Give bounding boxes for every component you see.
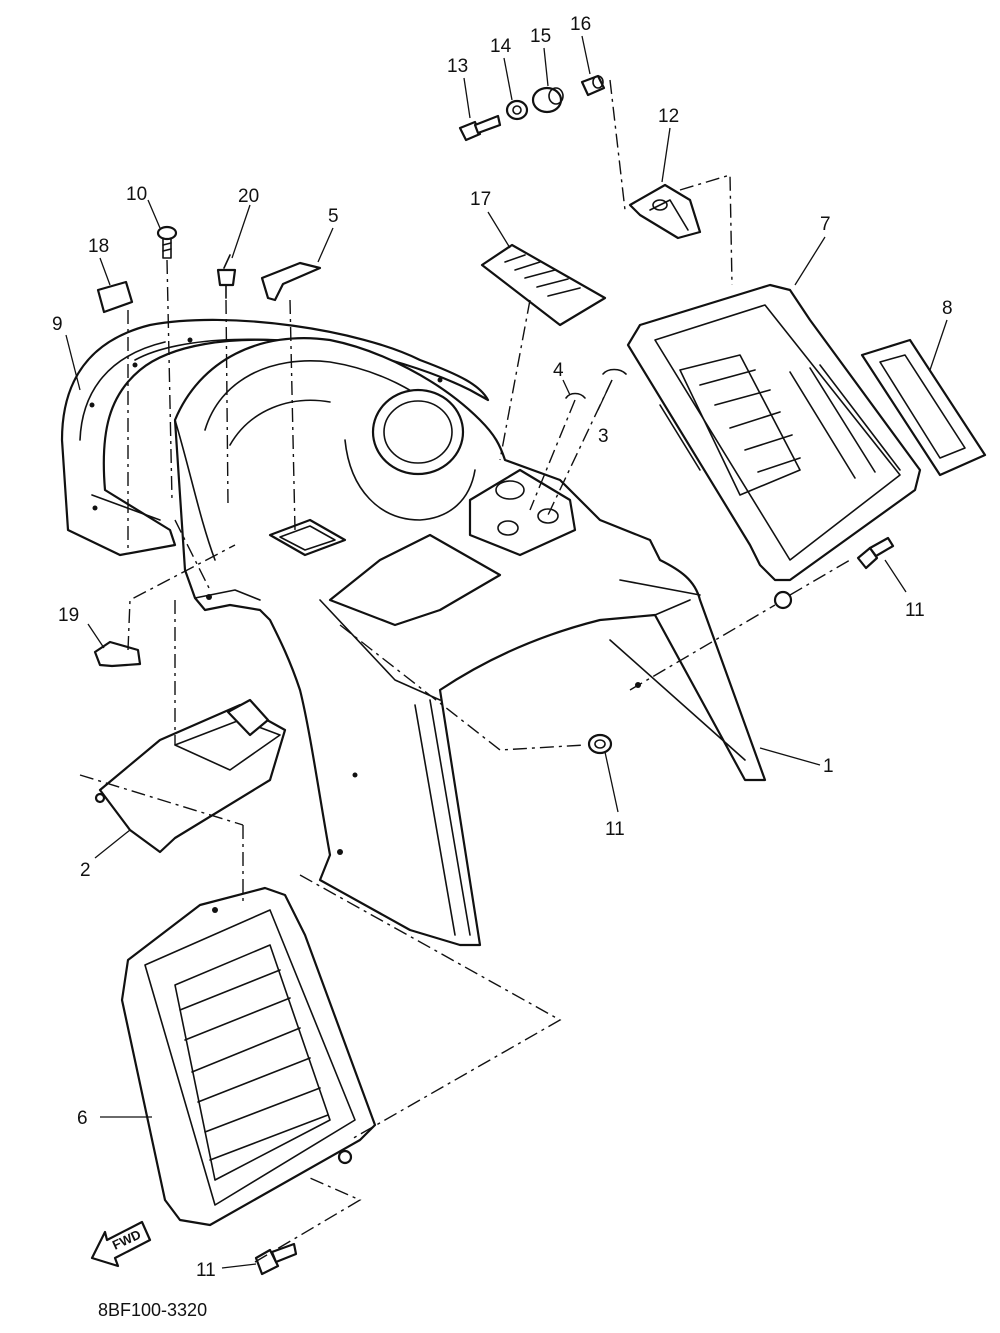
- callout-11-bottom: 11: [196, 1260, 216, 1281]
- callout-14: 14: [490, 36, 512, 57]
- callout-15: 15: [530, 26, 551, 47]
- part-6-left-louver-panel: [120, 886, 377, 1227]
- callout-2: 2: [80, 860, 91, 881]
- part-11-bolt-right: [856, 536, 895, 570]
- part-2-front-cover: [94, 698, 287, 854]
- part-15-grommet: [531, 86, 564, 114]
- callout-17: 17: [470, 189, 491, 210]
- callout-19: 19: [58, 605, 79, 626]
- part-16-collar: [580, 74, 606, 97]
- part-20-rivet: [216, 254, 237, 299]
- callout-11-right: 11: [905, 600, 925, 621]
- callout-8: 8: [942, 298, 953, 319]
- callout-6: 6: [77, 1108, 88, 1129]
- callout-5: 5: [328, 206, 339, 227]
- callout-12: 12: [658, 106, 679, 127]
- assembly-lines: [79, 79, 851, 1263]
- part-18-cap: [96, 280, 134, 314]
- part-3-hook: [602, 368, 627, 375]
- callout-11-center: 11: [605, 819, 625, 840]
- part-14-washer: [505, 99, 529, 121]
- part-7-right-louver-panel: [626, 283, 922, 610]
- part-5-clip: [260, 261, 322, 302]
- drawing-code: 8BF100-3320: [98, 1300, 207, 1320]
- callout-1: 1: [823, 756, 834, 777]
- callout-16: 16: [570, 14, 591, 35]
- callout-7: 7: [820, 214, 831, 235]
- part-4-hook: [565, 392, 586, 399]
- fwd-arrow-icon: FWD: [90, 1220, 152, 1268]
- callout-labels: 1 2 3 4 5 6 7 8 9 10 11 11 11 12 13 14 1…: [52, 14, 953, 1281]
- part-12-bracket: [628, 183, 702, 240]
- part-1-main-body: [173, 337, 767, 947]
- part-8-pad: [860, 338, 987, 477]
- callout-9: 9: [52, 314, 63, 335]
- callout-20: 20: [238, 186, 259, 207]
- part-10-screw: [156, 225, 178, 259]
- part-11-bolt-bottom: [254, 1242, 298, 1276]
- part-17-mat: [480, 243, 607, 327]
- part-11-bolt-center: [587, 733, 613, 755]
- callout-18: 18: [88, 236, 109, 257]
- callout-10: 10: [126, 184, 147, 205]
- callout-13: 13: [447, 56, 468, 77]
- leader-lines: [65, 35, 948, 1269]
- callout-3: 3: [598, 426, 609, 447]
- part-13-bolt: [458, 114, 502, 142]
- callout-4: 4: [553, 360, 564, 381]
